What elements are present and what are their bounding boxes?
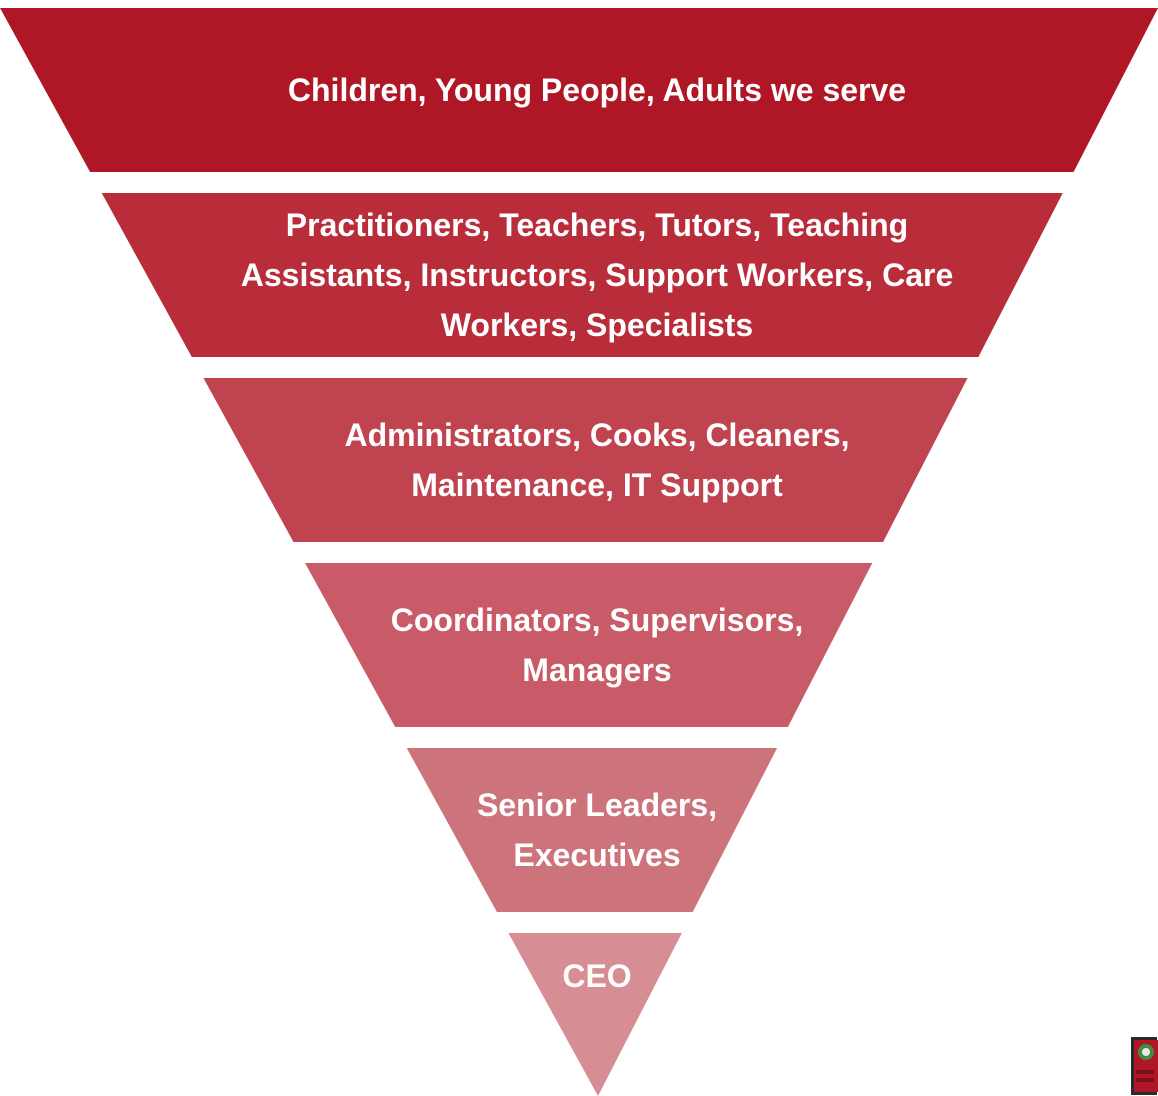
tier-2-label-line-1: Practitioners, Teachers, Tutors, Teachin…	[286, 207, 908, 243]
tier-3-label-line-2: Maintenance, IT Support	[411, 467, 783, 503]
tier-3: Administrators, Cooks, Cleaners, Maintena…	[203, 378, 968, 542]
tier-3-shape	[203, 378, 968, 542]
tier-5-shape	[406, 748, 778, 912]
tier-2-shape	[101, 193, 1063, 357]
tier-4-shape	[305, 563, 873, 727]
tier-2-label-line-3: Workers, Specialists	[441, 307, 753, 343]
tier-6-shape	[508, 933, 682, 1096]
tier-4-label-line-1: Coordinators, Supervisors,	[391, 602, 804, 638]
tier-2-label-line-2: Assistants, Instructors, Support Workers…	[241, 257, 953, 293]
tier-2: Practitioners, Teachers, Tutors, Teachin…	[101, 193, 1063, 357]
tier-4: Coordinators, Supervisors, Managers	[305, 563, 873, 727]
organisation-logo-icon	[1131, 1037, 1158, 1095]
tier-3-label-line-1: Administrators, Cooks, Cleaners,	[344, 417, 849, 453]
tier-6-label-line-1: CEO	[562, 958, 631, 994]
tier-4-label-line-2: Managers	[522, 652, 671, 688]
tier-1: Children, Young People, Adults we serve	[0, 8, 1158, 172]
tier-5-label-line-1: Senior Leaders,	[477, 787, 717, 823]
tier-5: Senior Leaders, Executives	[406, 748, 778, 912]
tier-6: CEO	[508, 933, 682, 1096]
tier-1-shape	[0, 8, 1158, 172]
tier-1-label-line-1: Children, Young People, Adults we serve	[288, 72, 906, 108]
tier-5-label-line-2: Executives	[513, 837, 680, 873]
